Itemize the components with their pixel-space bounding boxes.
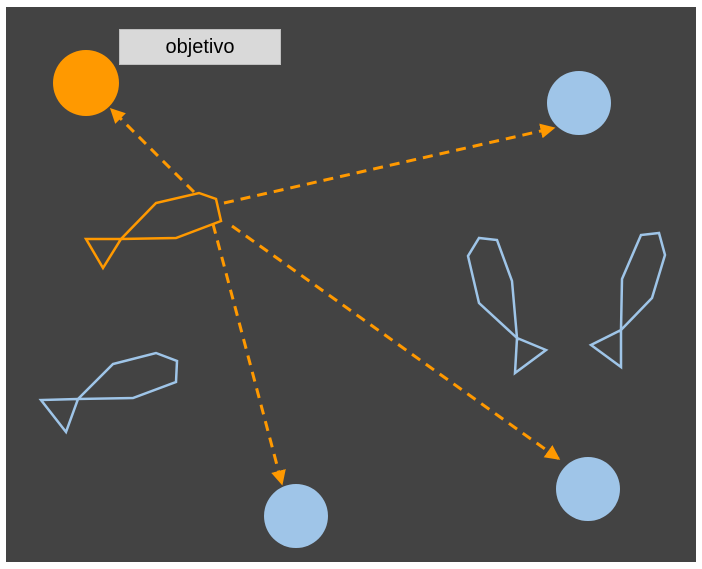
arrow-to-top-right <box>223 123 556 205</box>
arrow-to-objetivo <box>109 107 196 194</box>
target-circle-top-right <box>547 71 611 135</box>
diagram-canvas: objetivo <box>6 7 696 562</box>
target-label-text: objetivo <box>165 35 235 58</box>
diagram-svg <box>38 50 667 548</box>
target-circle-objetivo <box>53 50 119 116</box>
target-circle-bottom-right <box>556 457 620 521</box>
arrow-to-bottom-center <box>211 223 286 486</box>
target-circle-bottom-center <box>264 484 328 548</box>
fish-active <box>83 191 223 271</box>
fish-vertical-right <box>588 231 667 370</box>
target-label: objetivo <box>119 29 281 65</box>
fish-vertical-middle <box>466 236 549 376</box>
fish-left <box>38 351 179 435</box>
arrow-to-bottom-right <box>231 224 561 461</box>
